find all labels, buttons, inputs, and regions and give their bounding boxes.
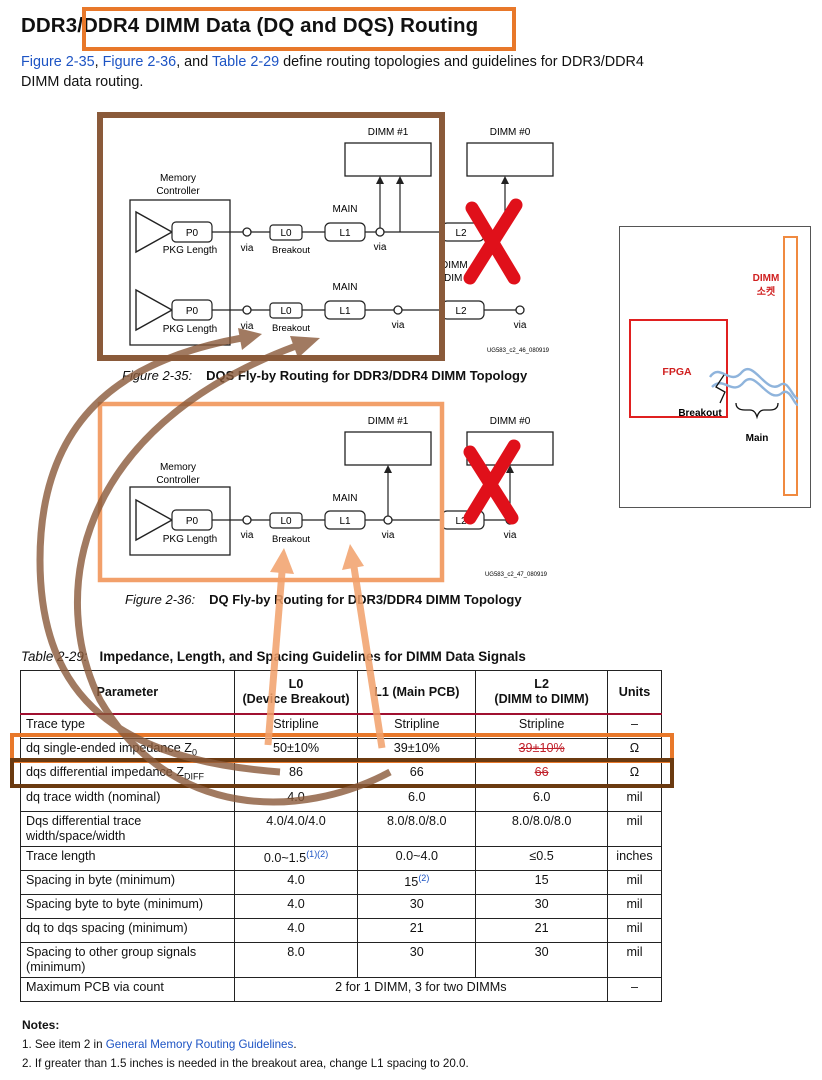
svg-text:UG583_c2_46_080919: UG583_c2_46_080919 [487, 348, 550, 354]
table-row: Spacing byte to byte (minimum) 4.0 30 30… [20, 893, 663, 919]
dimm0-label: DIMM #0 [490, 127, 531, 138]
svg-text:PKG Length: PKG Length [163, 245, 217, 256]
svg-text:P0: P0 [186, 306, 199, 317]
header-parameter: Parameter [20, 670, 235, 715]
dimm-socket-label-1: DIMM [753, 273, 780, 284]
svg-text:MAIN: MAIN [333, 493, 358, 504]
svg-text:Breakout: Breakout [272, 323, 310, 334]
table-row: Trace type Stripline Stripline Stripline… [20, 713, 663, 739]
dimm1-label: DIMM #1 [368, 127, 409, 138]
svg-text:L0: L0 [280, 228, 292, 239]
table-row: dq to dqs spacing (minimum) 4.0 21 21 mi… [20, 917, 663, 943]
controller-label-1: Memory [160, 173, 196, 184]
svg-text:L1: L1 [339, 516, 351, 527]
table-caption: Table 2-29:Impedance, Length, and Spacin… [21, 649, 526, 664]
svg-text:via: via [382, 530, 395, 541]
inset-breakout-label: Breakout [678, 408, 722, 419]
svg-text:L1: L1 [339, 228, 351, 239]
table-row: dq single-ended impedance Z0 50±10% 39±1… [20, 737, 663, 764]
svg-text:Controller: Controller [156, 475, 200, 486]
figure-2-36-caption: Figure 2-36:DQ Fly-by Routing for DDR3/D… [125, 592, 522, 607]
table-row: dqs differential impedance ZDIFF 86 66 6… [20, 762, 663, 788]
svg-text:DIM: DIM [444, 273, 462, 284]
pcb-inset-diagram: DIMM 소켓 FPGA Breakout Main [619, 226, 811, 508]
table-row: Spacing in byte (minimum) 4.0 15(2) 15 m… [20, 869, 663, 895]
header-units: Units [606, 670, 663, 715]
dimm-socket-label-2: 소켓 [757, 285, 775, 298]
svg-text:Breakout: Breakout [272, 534, 310, 545]
table-header-row: Parameter L0(Device Breakout) L1 (Main P… [20, 670, 663, 715]
intro-paragraph: Figure 2-35, Figure 2-36, and Table 2-29… [21, 54, 644, 90]
fpga-label: FPGA [662, 366, 692, 378]
dimm0-box [466, 142, 554, 177]
svg-text:via: via [514, 320, 527, 331]
svg-text:L2: L2 [455, 516, 467, 527]
figure-2-35-caption: Figure 2-35:DQS Fly-by Routing for DDR3/… [122, 368, 528, 383]
figure-2-35-diagram: DIMM #1 DIMM #0 Memory Controller P0 PKG… [129, 127, 554, 354]
svg-text:PKG Length: PKG Length [163, 324, 217, 335]
table-row: Maximum PCB via count 2 for 1 DIMM, 3 fo… [20, 976, 663, 1002]
guidelines-table: Parameter L0(Device Breakout) L1 (Main P… [20, 670, 663, 1002]
header-l1: L1 (Main PCB) [357, 670, 477, 715]
footnote-ref[interactable]: (2) [418, 872, 430, 883]
routing-guidelines-link[interactable]: General Memory Routing Guidelines [105, 1038, 294, 1051]
dimm1-box [344, 142, 432, 177]
table-row: Dqs differential trace width/space/width… [20, 810, 663, 847]
svg-text:P0: P0 [186, 516, 199, 527]
header-l0: L0(Device Breakout) [233, 670, 359, 715]
red-x-mark-2 [463, 439, 521, 525]
table-2-29-link[interactable]: Table 2-29 [211, 54, 280, 70]
dimm1-label-2: DIMM #1 [368, 416, 409, 427]
red-x-mark-1 [463, 198, 523, 285]
svg-text:via: via [241, 530, 254, 541]
figure-2-36-link[interactable]: Figure 2-36 [102, 54, 177, 70]
table-notes: Notes: 1. See item 2 in General Memory R… [22, 1018, 469, 1070]
svg-text:via: via [392, 320, 405, 331]
table-row: dq trace width (nominal) 4.0 6.0 6.0 mil [20, 786, 663, 812]
svg-text:L1: L1 [339, 306, 351, 317]
footnote-ref[interactable]: (1)(2) [306, 848, 329, 859]
svg-text:L2: L2 [455, 306, 467, 317]
svg-text:MAIN: MAIN [333, 204, 358, 215]
svg-text:via: via [374, 242, 387, 253]
svg-text:via: via [504, 530, 517, 541]
svg-text:via: via [241, 321, 254, 332]
table-row: Spacing to other group signals (minimum)… [20, 941, 663, 978]
svg-text:Breakout: Breakout [272, 245, 310, 256]
table-row: Trace length 0.0~1.5(1)(2) 0.0~4.0 ≤0.5 … [20, 845, 663, 871]
figure-2-36-diagram: DIMM #1 DIMM #0 Memory Controller P0 PKG… [129, 416, 554, 578]
svg-text:via: via [241, 243, 254, 254]
svg-text:DIMM: DIMM [441, 260, 468, 271]
header-l2: L2(DIMM to DIMM) [475, 670, 608, 715]
svg-text:PKG Length: PKG Length [163, 534, 217, 545]
svg-text:L0: L0 [280, 306, 292, 317]
svg-text:L2: L2 [455, 228, 467, 239]
svg-text:Memory: Memory [160, 462, 196, 473]
figure-2-35-link[interactable]: Figure 2-35 [21, 54, 95, 70]
svg-text:UG583_c2_47_080919: UG583_c2_47_080919 [485, 572, 548, 578]
controller-label-2: Controller [156, 186, 200, 197]
svg-text:L0: L0 [280, 516, 292, 527]
svg-text:P0: P0 [186, 228, 199, 239]
dimm0-label-2: DIMM #0 [490, 416, 531, 427]
svg-text:MAIN: MAIN [333, 282, 358, 293]
inset-main-label: Main [746, 433, 769, 444]
